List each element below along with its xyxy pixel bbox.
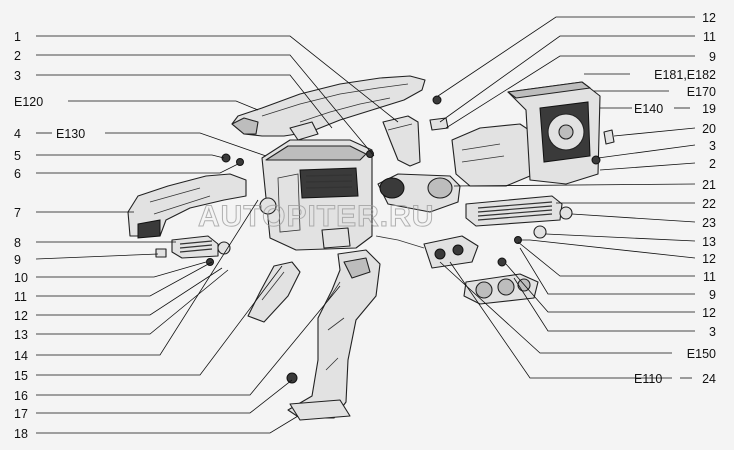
control-unit [375, 235, 479, 269]
label-17: 17 [14, 407, 28, 421]
leader-lines [35, 16, 696, 434]
part-labels: 1 2 3 E120 4 E130 5 6 7 8 9 10 11 12 13 … [14, 11, 716, 441]
left-foot-duct [247, 261, 301, 323]
label-23: 23 [702, 216, 716, 230]
label-e130: E130 [56, 127, 85, 141]
label-11-right: 11 [703, 270, 716, 284]
center-control-panel [463, 257, 539, 305]
label-12-top: 12 [702, 11, 716, 25]
watermark: AUTOPITER.RU [198, 200, 434, 233]
label-e150: E150 [687, 347, 716, 361]
label-11: 11 [14, 290, 27, 304]
label-11-top: 11 [703, 30, 716, 44]
label-8: 8 [14, 236, 21, 250]
label-3-lower: 3 [709, 325, 716, 339]
label-10: 10 [14, 271, 28, 285]
label-e170: E170 [687, 85, 716, 99]
blower-unit [451, 81, 615, 187]
label-20: 20 [702, 122, 716, 136]
label-24: 24 [702, 372, 716, 386]
label-e181-e182: E181,E182 [654, 68, 716, 82]
label-12-lower: 12 [702, 306, 716, 320]
left-side-vent [155, 235, 231, 266]
label-5: 5 [14, 149, 21, 163]
label-2: 2 [14, 49, 21, 63]
heater-housing [259, 139, 373, 251]
label-4: 4 [14, 127, 21, 141]
label-3: 3 [14, 69, 21, 83]
left-flexible-duct [127, 173, 247, 239]
floor-duct [286, 249, 381, 421]
label-e120: E120 [14, 95, 43, 109]
label-13-right: 13 [702, 235, 716, 249]
label-18: 18 [14, 427, 28, 441]
label-12: 12 [14, 309, 28, 323]
label-2-right: 2 [709, 157, 716, 171]
label-7: 7 [14, 206, 21, 220]
right-side-vent [465, 195, 573, 244]
label-15: 15 [14, 369, 28, 383]
label-1: 1 [14, 30, 21, 44]
label-e110: E110 [634, 372, 662, 386]
label-6: 6 [14, 167, 21, 181]
label-9-top: 9 [709, 50, 716, 64]
label-3-right: 3 [709, 139, 716, 153]
label-16: 16 [14, 389, 28, 403]
label-e140: E140 [634, 102, 663, 116]
label-9-right: 9 [709, 288, 716, 302]
center-vent-housing [377, 173, 461, 213]
label-14: 14 [14, 349, 28, 363]
fasteners [221, 95, 449, 166]
label-21: 21 [702, 178, 716, 192]
label-13: 13 [14, 328, 28, 342]
parts-illustration [127, 75, 615, 421]
windshield-air-duct [231, 75, 426, 141]
label-22: 22 [702, 197, 716, 211]
label-19: 19 [702, 102, 716, 116]
label-9: 9 [14, 253, 21, 267]
label-12-right: 12 [702, 252, 716, 266]
duct-adapter [382, 115, 421, 167]
